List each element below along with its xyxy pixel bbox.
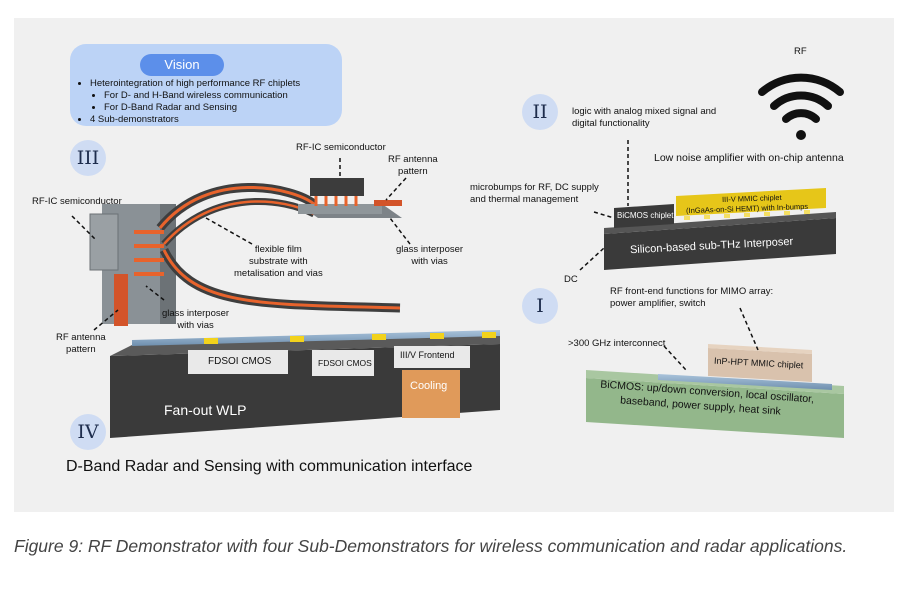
sub-demonstrator-ii-graphic [604, 188, 836, 270]
vision-box: Vision Heterointegration of high perform… [70, 44, 342, 126]
fdsoi-chip-2 [312, 350, 374, 376]
vision-sub-list: For D- and H-Band wireless communication… [90, 90, 300, 114]
mmic-chiplet [676, 188, 826, 216]
leader-lines [71, 140, 759, 371]
label-glass-interposer-right: glass interposer with vias [396, 244, 464, 267]
interconnect-layer [658, 374, 832, 390]
label-rf-antenna-left: RF antenna pattern [56, 332, 106, 355]
vision-list: Heterointegration of high performance RF… [76, 78, 300, 126]
figure-panel: Vision Heterointegration of high perform… [14, 18, 894, 512]
sub-demonstrator-iii-graphic [89, 178, 402, 326]
iiiv-frontend-chip [394, 346, 470, 368]
chip-fdsoi-1: FDSOI CMOS [208, 356, 272, 367]
vision-bullet: 4 Sub-demonstrators [90, 114, 300, 126]
roman-badge-iii: III [70, 140, 106, 176]
label-interconnect: >300 GHz interconnect [568, 338, 666, 349]
label-glass-interposer-bottom: glass interposer with vias [162, 308, 230, 331]
label-lna: Low noise amplifier with on-chip antenna [654, 152, 844, 164]
vision-title: Vision [140, 54, 224, 76]
fdsoi-chip-1 [188, 350, 288, 374]
wifi-icon [758, 73, 844, 140]
sub-thz-interposer [604, 218, 836, 270]
sub-demonstrator-iv-graphic [110, 330, 500, 438]
glass-layer-iv [132, 330, 500, 346]
label-logic: logic with analog mixed signal and digit… [572, 106, 717, 129]
vision-bullet: Heterointegration of high performance RF… [90, 78, 300, 90]
rfic-chip-left [89, 213, 119, 271]
roman-badge-i: I [522, 288, 558, 324]
bicmos-chiplet-ii [614, 204, 674, 228]
chip-iiiv-frontend: III/V Frontend [400, 350, 455, 360]
label-rf-frontend: RF front-end functions for MIMO array: p… [610, 286, 774, 309]
main-caption: D-Band Radar and Sensing with communicat… [66, 458, 473, 475]
label-rfic-left: RF-IC semiconductor [32, 196, 122, 207]
chip-bicmos-chiplet: BiCMOS chiplet [617, 211, 674, 220]
chip-fanout: Fan-out WLP [164, 402, 247, 418]
roman-badge-iv: IV [70, 414, 106, 450]
label-rfic-top: RF-IC semiconductor [296, 142, 386, 153]
label-flexible-film: flexible film substrate with metalisatio… [234, 244, 323, 279]
chip-cooling: Cooling [410, 380, 448, 392]
roman-badge-ii: II [522, 94, 558, 130]
inp-chiplet [708, 348, 812, 382]
chip-fdsoi-2: FDSOI CMOS [318, 358, 372, 368]
label-dc: DC [564, 274, 578, 285]
sub-demonstrator-i-graphic [586, 344, 844, 438]
label-rf-antenna-top: RF antenna pattern [388, 154, 438, 177]
demonstrator-diagram [71, 73, 844, 438]
antenna-pattern-top [374, 200, 402, 206]
antenna-pattern-left [114, 274, 128, 326]
label-microbumps: microbumps for RF, DC supply and thermal… [470, 182, 599, 205]
figure-caption: Figure 9: RF Demonstrator with four Sub-… [14, 536, 848, 556]
vision-sub-bullet: For D- and H-Band wireless communication [104, 90, 300, 102]
wifi-label: RF [794, 46, 807, 57]
rfic-chip-top [310, 178, 364, 196]
cooling-block [402, 370, 460, 418]
bicmos-base [586, 378, 844, 438]
vision-sub-bullet: For D-Band Radar and Sensing [104, 102, 300, 114]
